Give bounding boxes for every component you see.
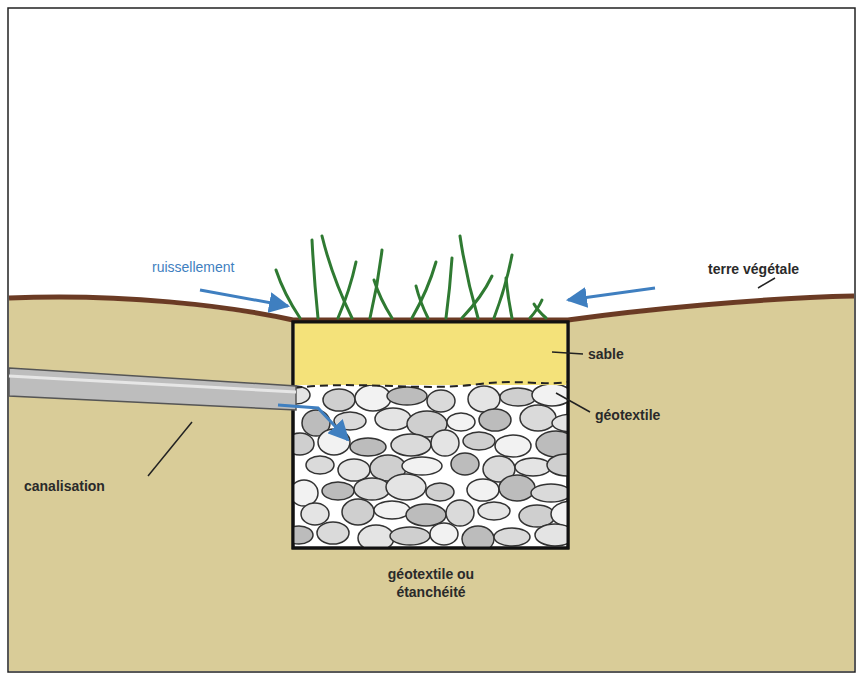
runoff-label: ruissellement [152, 259, 234, 277]
topsoil-label: terre végétale [708, 261, 799, 279]
pipe-label: canalisation [24, 478, 105, 496]
geotextile-label: géotextile [595, 407, 660, 425]
sand-label: sable [588, 346, 624, 364]
leader-line [552, 352, 583, 354]
sand-layer [295, 323, 567, 385]
grass [276, 236, 546, 318]
gravel [293, 385, 568, 547]
frame [8, 8, 855, 672]
topsoil [9, 296, 854, 320]
pipe [9, 368, 296, 410]
runoff-arrow [568, 288, 655, 300]
leader-line [556, 393, 590, 412]
leader-line [758, 278, 775, 288]
leader-line [148, 422, 192, 476]
geotextile-bottom-label: géotextile ou étanchéité [370, 566, 492, 601]
runoff-arrow [200, 290, 288, 306]
trench [293, 322, 568, 548]
flow-arrow [278, 405, 348, 440]
geotextile-line [294, 382, 567, 388]
ground [9, 298, 854, 671]
